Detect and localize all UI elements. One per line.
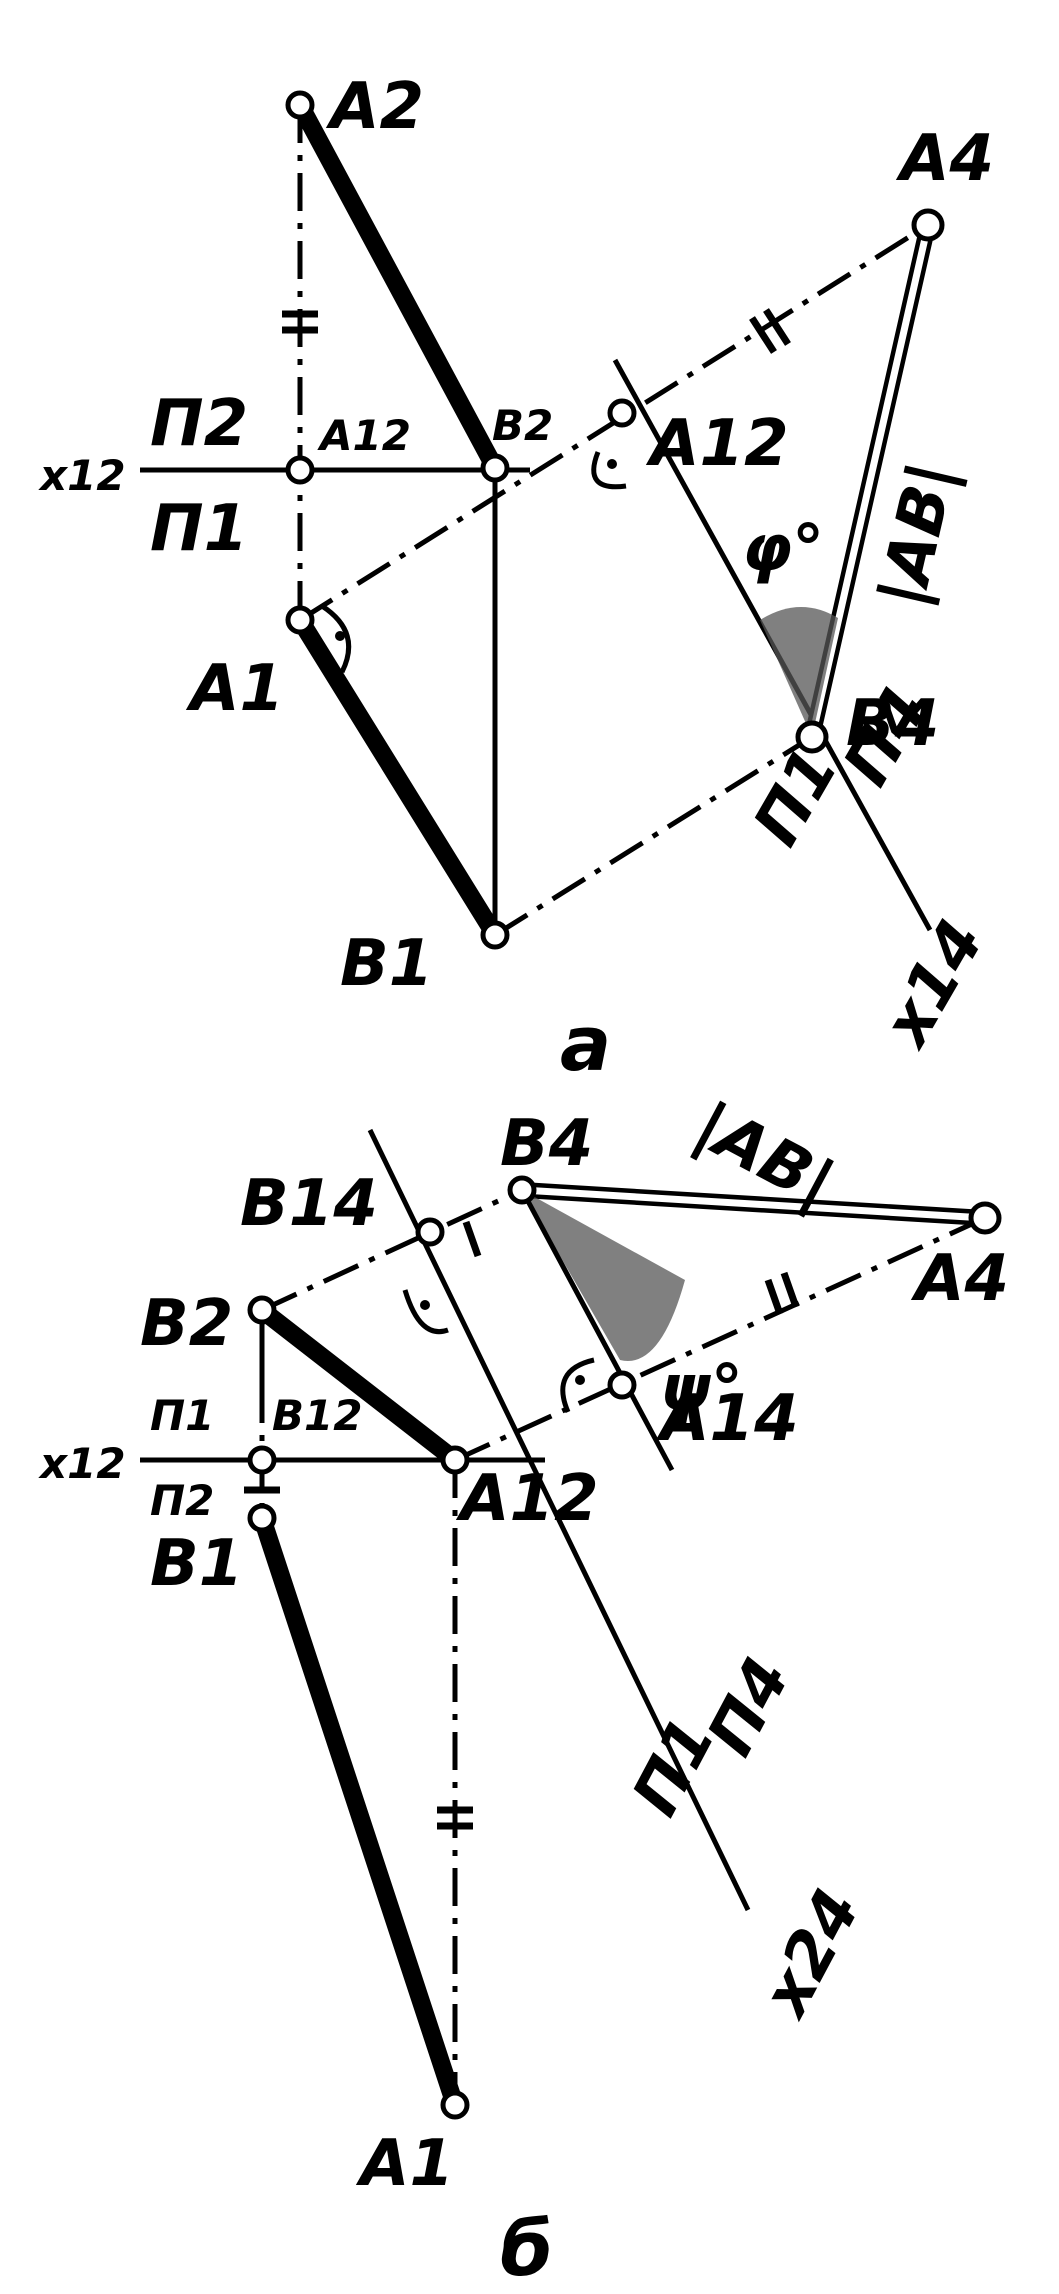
link-line-b2-b4 [260, 1187, 524, 1313]
point-b1 [480, 920, 510, 950]
angle-phi-hatch [760, 606, 838, 737]
link-line-b1-b4 [493, 734, 814, 938]
label-x24: x24 [747, 1878, 875, 2030]
label-b12: B12 [272, 1391, 362, 1440]
point-b2 [247, 1295, 277, 1325]
label-a12-left: A12 [317, 411, 411, 460]
point-a4 [968, 1201, 1002, 1235]
label-psi: ψ° [660, 1352, 743, 1426]
segment-b2-a12 [253, 1301, 464, 1469]
label-p2-a: П2 [150, 387, 248, 461]
label-b4-a: B4 [846, 687, 939, 761]
label-a12-right: A12 [645, 407, 789, 481]
tick-mark-a-diag-2 [763, 308, 791, 346]
label-ab-a: |AB| [865, 456, 970, 614]
label-a14: A14 [655, 1382, 799, 1456]
point-b2 [480, 453, 510, 483]
right-angle-mark-a1 [320, 603, 352, 674]
label-b1: B1 [340, 927, 433, 1001]
point-b14 [415, 1217, 445, 1247]
label-a1: A1 [185, 652, 284, 726]
caption-a: а [560, 999, 611, 1088]
caption-b: б [500, 2204, 553, 2293]
figure-a: A2 A12 B2 x12 П2 П1 A1 B1 A4 A12 |AB| φ°… [38, 70, 999, 1088]
label-p1-a: П1 [150, 492, 248, 566]
label-a12-b: A12 [455, 1462, 599, 1536]
label-b4-b: B4 [500, 1107, 593, 1181]
point-b1 [247, 1503, 277, 1533]
angle-psi-hatch [522, 1190, 685, 1361]
right-angle-mark-a14 [560, 1357, 595, 1413]
label-a4: A4 [895, 122, 994, 196]
segment-a1-b1 [291, 611, 504, 944]
point-a14 [607, 1370, 637, 1400]
label-b1-b: B1 [150, 1527, 243, 1601]
tick-mark-a-diag-1 [749, 316, 777, 354]
label-p2-b: П2 [150, 1476, 214, 1525]
label-p1-b: П1 [150, 1391, 214, 1440]
label-b2: B2 [492, 401, 553, 450]
label-phi: φ° [742, 512, 824, 586]
segment-a2-b2 [291, 96, 504, 477]
point-a12-right [607, 398, 637, 428]
label-a4-b: A4 [910, 1242, 1009, 1316]
point-b12 [247, 1445, 277, 1475]
point-a1 [285, 605, 315, 635]
point-a1 [440, 2090, 470, 2120]
label-x12-a: x12 [38, 451, 126, 500]
tick-mark-b-diag-1 [764, 1278, 784, 1316]
right-angle-mark-a12 [591, 451, 627, 490]
label-b14: B14 [240, 1167, 378, 1241]
figure-b: B4 B14 |AB| B2 ψ° A4 A14 П1 B12 x12 П2 A… [38, 1089, 1009, 2293]
link-line-a12-a4 [453, 1215, 987, 1463]
label-a1-b: A1 [355, 2127, 454, 2201]
point-a12-left [285, 455, 315, 485]
point-b4 [507, 1175, 537, 1205]
label-b2-b: B2 [140, 1287, 233, 1361]
axis-x24 [367, 1128, 751, 1912]
tick-mark-b-top [462, 1220, 482, 1258]
point-a12 [440, 1445, 470, 1475]
segment-b1-a1 [253, 1509, 464, 2114]
tick-mark-b-diag-2 [780, 1271, 800, 1309]
right-angle-mark-b14 [402, 1289, 449, 1334]
label-x12-b: x12 [38, 1439, 126, 1488]
point-b4 [795, 720, 829, 754]
label-a2: A2 [325, 70, 424, 144]
point-a4 [911, 208, 945, 242]
label-x14: x14 [868, 908, 999, 1060]
point-a2 [285, 90, 315, 120]
